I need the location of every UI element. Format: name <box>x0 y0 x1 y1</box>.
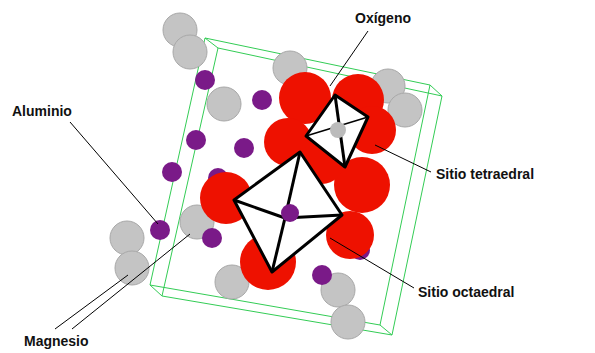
drawing-part <box>202 228 222 248</box>
drawing-part <box>306 95 368 167</box>
oxygen-atoms <box>200 72 396 290</box>
drawing-part <box>330 238 414 288</box>
drawing-part <box>173 35 207 69</box>
magnesium-atoms <box>110 13 422 339</box>
drawing-part <box>207 87 241 121</box>
drawing-part <box>195 70 215 90</box>
drawing-part <box>234 200 285 218</box>
atom-label: Aluminio <box>12 103 72 119</box>
drawing-part <box>150 38 430 325</box>
drawing-part <box>380 325 392 335</box>
drawing-part <box>430 85 442 96</box>
drawing-part <box>312 265 332 285</box>
drawing-part <box>150 220 170 240</box>
atom-label: Oxígeno <box>355 10 411 26</box>
drawing-part <box>150 285 162 296</box>
tetrahedral-site <box>306 95 368 167</box>
drawing-part <box>70 122 158 224</box>
drawing-part <box>162 48 442 335</box>
octahedral-site <box>234 152 342 272</box>
drawing-part <box>162 162 182 182</box>
drawing-part <box>252 90 272 110</box>
drawing-part <box>330 31 368 86</box>
drawing-part <box>186 130 206 150</box>
drawing-part <box>205 38 218 48</box>
drawing-part <box>272 218 285 272</box>
drawing-part <box>281 204 299 222</box>
atom-label: Magnesio <box>24 333 89 349</box>
unit-cell <box>150 38 442 335</box>
drawing-part <box>234 138 254 158</box>
leader-lines <box>55 31 431 329</box>
atom-label: Sitio tetraedral <box>436 166 534 182</box>
drawing-part <box>55 275 128 329</box>
atom-label: Sitio octaedral <box>418 284 514 300</box>
drawing-part <box>115 251 149 285</box>
drawing-part <box>330 122 346 138</box>
drawing-part <box>331 305 365 339</box>
drawing-part <box>72 234 190 329</box>
drawing-part <box>375 145 431 172</box>
drawing-part <box>234 152 342 272</box>
drawing-part <box>110 221 144 255</box>
